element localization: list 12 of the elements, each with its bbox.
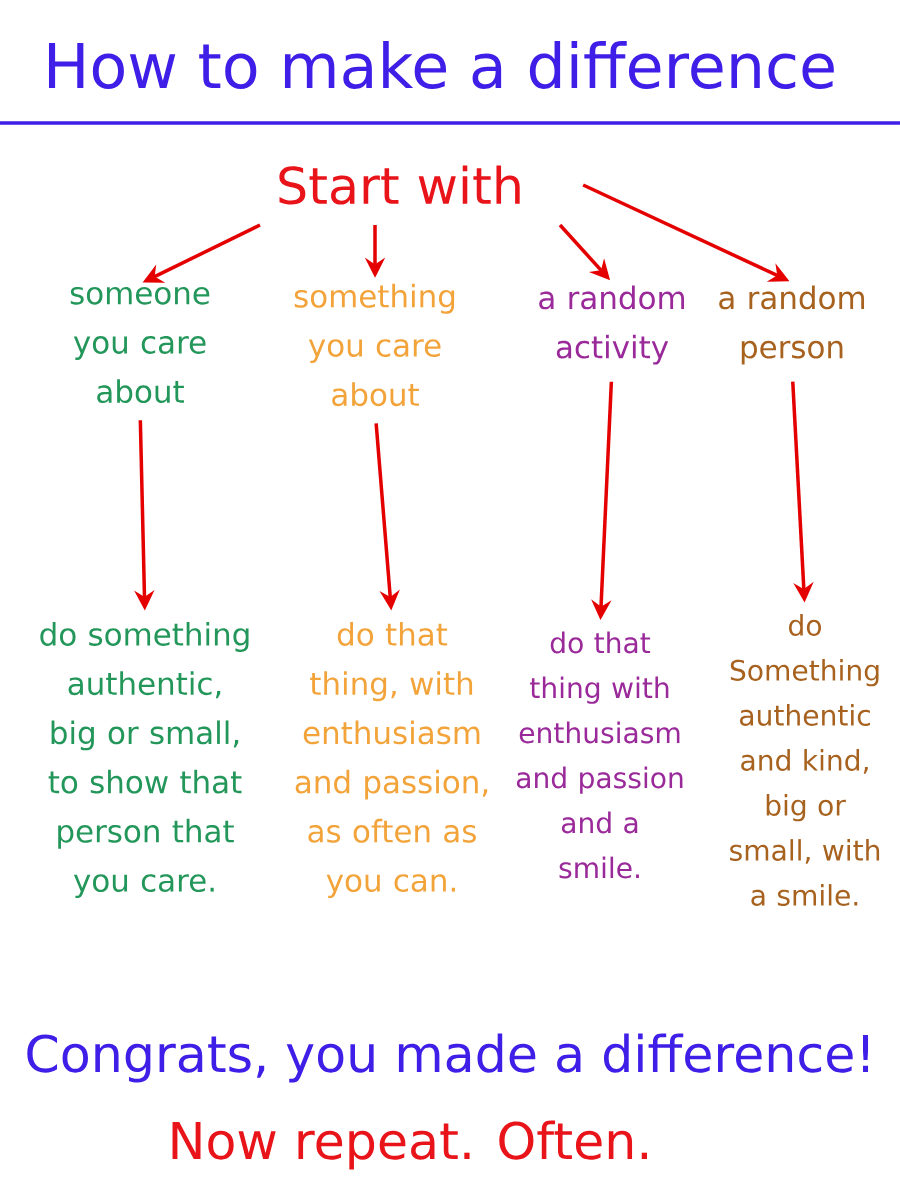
heading-text: Start with (279, 165, 520, 205)
step-text: do something authentic, big or small, to show that person that you care. (40, 622, 249, 898)
step-text: someone you care about (70, 286, 210, 404)
step-text: a random person (719, 285, 864, 365)
closing-text: Now repeat. Often. (172, 1120, 647, 1170)
title: How to make a difference (49, 41, 834, 89)
step-text: a random activity (539, 285, 684, 365)
step-text: do that thing with enthusiasm and passion and a smile. (516, 631, 683, 879)
step-text: do Something authentic and kind, big or small, with a smile. (730, 614, 880, 906)
step-text: something you care about (294, 283, 455, 407)
closing-text: Congrats, you made a difference! (27, 1033, 869, 1083)
step-text: do that thing, with enthusiasm and passion, as often as you can. (295, 622, 488, 898)
